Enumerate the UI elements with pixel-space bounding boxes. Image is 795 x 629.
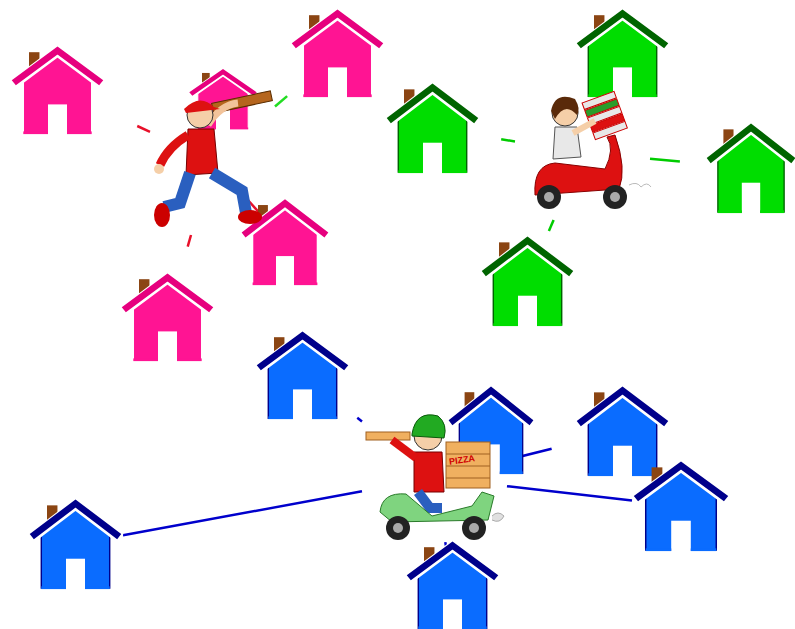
scooter-courier [515,85,650,220]
house-shape [705,122,795,214]
house-shape [255,330,350,420]
house-node [632,460,730,552]
house-node [575,8,670,98]
house-shape [632,460,730,552]
delivery-line [480,136,515,142]
delivery-line [123,491,362,535]
runner-courier [150,85,275,235]
delivery-line [507,486,632,500]
house-shape [290,8,385,98]
delivery-line [650,159,705,164]
house-node [10,45,105,135]
house-shape [10,45,105,135]
house-shape [575,385,670,477]
house-node [290,8,385,98]
house-node [28,498,123,590]
house-shape [385,82,480,174]
house-node [575,385,670,477]
house-shape [575,8,670,98]
house-node [255,330,350,420]
house-shape [28,498,123,590]
house-shape [120,272,215,362]
courier-node [515,85,650,220]
scooter-courier [362,408,507,548]
delivery-line [547,220,553,235]
delivery-line [105,111,150,131]
delivery-line [180,235,191,272]
courier-node [150,85,275,235]
house-node [705,122,795,214]
house-node [385,82,480,174]
delivery-line [275,94,290,107]
delivery-line [350,412,362,421]
house-shape [480,235,575,327]
courier-node [362,408,507,548]
house-node [405,540,500,629]
house-shape [405,540,500,629]
house-node [120,272,215,362]
house-node [480,235,575,327]
